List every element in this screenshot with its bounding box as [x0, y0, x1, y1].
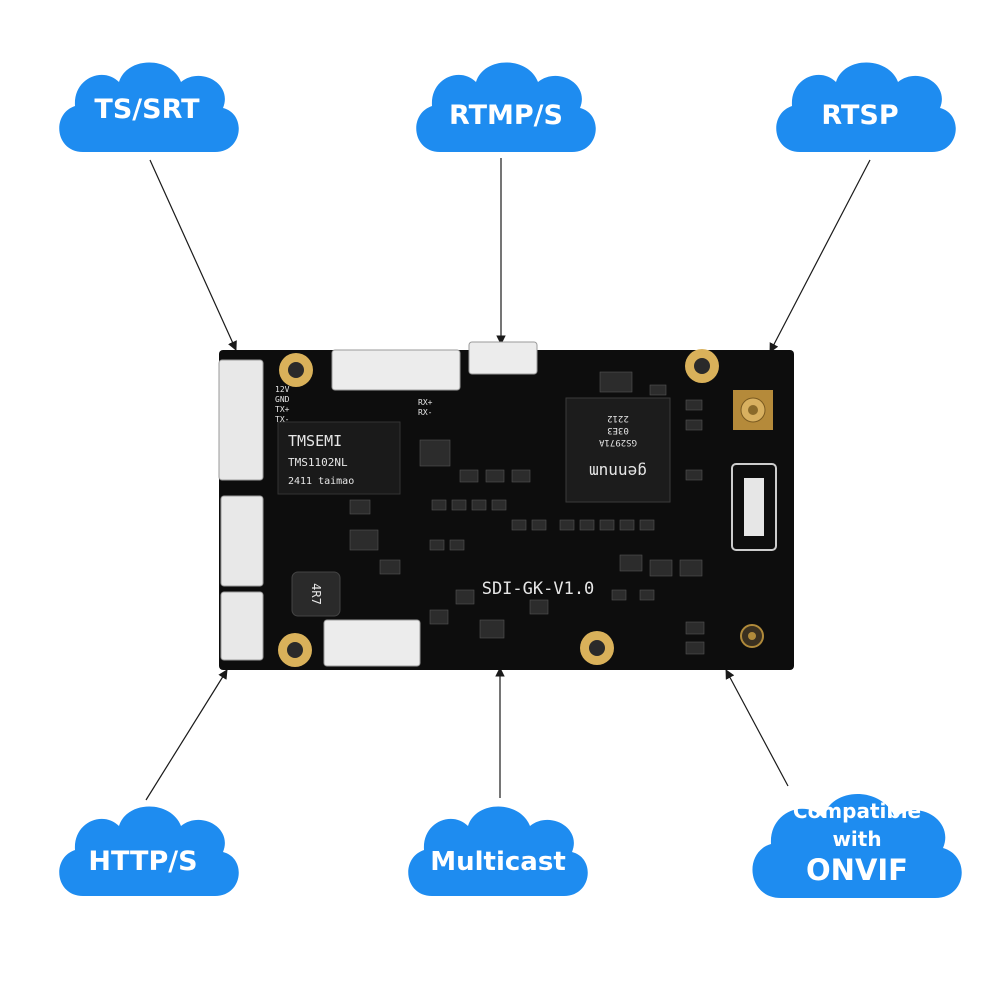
connector-left-1 [218, 359, 264, 481]
ethernet-chip-part: TMS1102NL [288, 456, 348, 469]
pin-label-gnd: GND [275, 395, 290, 404]
cloud-shape [59, 806, 239, 896]
cloud-ts-srt: TS/SRT [59, 62, 239, 152]
main-chip: gennum GS2971A 03E3 2212 [565, 397, 671, 503]
cloud-shape [416, 62, 596, 152]
main-chip-code2: 03E3 [607, 425, 629, 435]
arrows [145, 158, 871, 801]
cloud-label-onvif-line2: with [832, 827, 881, 851]
cloud-onvif: Compatible with ONVIF [752, 794, 962, 898]
pin-label-rx-plus: RX+ [418, 398, 433, 407]
antenna-connector [733, 390, 773, 430]
cloud-label-onvif-line1: Compatible [793, 799, 921, 823]
tactile-switch [731, 463, 777, 551]
ethernet-chip: TMSEMI TMS1102NL 2411 taimao [277, 421, 401, 495]
pin-label-tx-plus: TX+ [275, 405, 290, 414]
cloud-label-rtsp: RTSP [821, 100, 898, 131]
connector-bottom [323, 619, 421, 667]
cloud-label-rtmp-s: RTMP/S [449, 100, 563, 131]
main-chip-brand: gennum [589, 462, 647, 481]
board-body [219, 350, 794, 670]
cloud-http-s: HTTP/S [59, 806, 239, 896]
cloud-label-multicast: Multicast [430, 847, 566, 877]
connector-left-2 [220, 495, 264, 587]
top-connectors [331, 341, 538, 391]
pin-label-12v: 12V [275, 385, 290, 394]
connector-top-wide [331, 349, 461, 391]
cloud-shape [408, 806, 588, 896]
arrow-rtsp [769, 159, 871, 353]
cloud-rtmp-s: RTMP/S [416, 62, 596, 152]
cloud-label-ts-srt: TS/SRT [94, 94, 200, 125]
mount-holes [278, 349, 719, 667]
cloud-shape [752, 794, 962, 898]
main-chip-code1: GS2971A [598, 437, 637, 447]
cloud-label-http-s: HTTP/S [88, 846, 197, 877]
cloud-shape [776, 62, 956, 152]
arrow-http-s [145, 669, 228, 801]
inductor-label: 4R7 [309, 583, 323, 605]
pcb-board: TMSEMI TMS1102NL 2411 taimao 12V GND TX+… [218, 341, 794, 670]
arrow-ts-srt [149, 159, 237, 351]
cloud-rtsp: RTSP [776, 62, 956, 152]
connector-left-3 [220, 591, 264, 661]
ethernet-chip-code: 2411 taimao [288, 476, 354, 487]
cloud-shape [59, 62, 239, 152]
cloud-multicast: Multicast [408, 806, 588, 896]
cloud-label-onvif-line3: ONVIF [806, 853, 908, 887]
inductor: 4R7 [291, 571, 341, 617]
ethernet-chip-brand: TMSEMI [288, 432, 342, 450]
connector-top-small [468, 341, 538, 375]
arrow-onvif [725, 669, 789, 787]
smd-components [349, 371, 705, 655]
main-chip-code3: 2212 [607, 413, 629, 423]
pin-labels: 12V GND TX+ TX- RX+ RX- [275, 385, 433, 424]
pin-label-rx-minus: RX- [418, 408, 432, 417]
left-connectors [218, 359, 264, 661]
led-indicator [740, 624, 764, 648]
pin-label-tx-minus: TX- [275, 415, 289, 424]
board-model-label: SDI-GK-V1.0 [482, 579, 595, 599]
